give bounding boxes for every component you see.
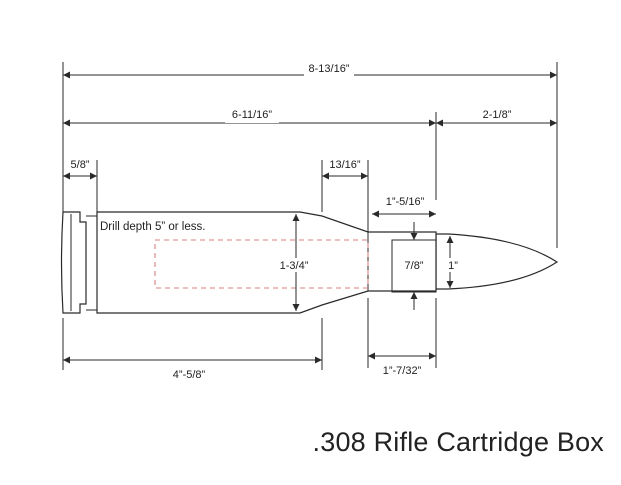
neck-inner-diameter-label: 7/8” [405,260,424,272]
body-length-label: 4”-5/8” [173,369,206,381]
rim-length-label: 5/8” [71,159,90,171]
rim-shape [60,211,87,314]
case-length-label: 6-11/16” [232,109,272,121]
shoulder-length-label: 13/16” [329,159,361,171]
drill-note: Drill depth 5” or less. [100,221,205,233]
bullet-length-label: 2-1/8” [483,109,512,121]
overall-length-label: 8-13/16” [309,63,350,75]
diagram-title: .308 Rifle Cartridge Box [313,427,605,457]
bullet-shape [435,233,559,290]
neck-length-top-label: 1”-5/16” [386,196,425,208]
neck-outer-diameter-label: 1” [448,260,458,272]
neck-length-bottom-label: 1”-7/32” [383,365,422,377]
dimension-labels: 8-13/16” 6-11/16” 2-1/8” 5/8” 13/16” 1”-… [71,62,512,381]
body-diameter-label: 1-3/4” [280,260,309,272]
